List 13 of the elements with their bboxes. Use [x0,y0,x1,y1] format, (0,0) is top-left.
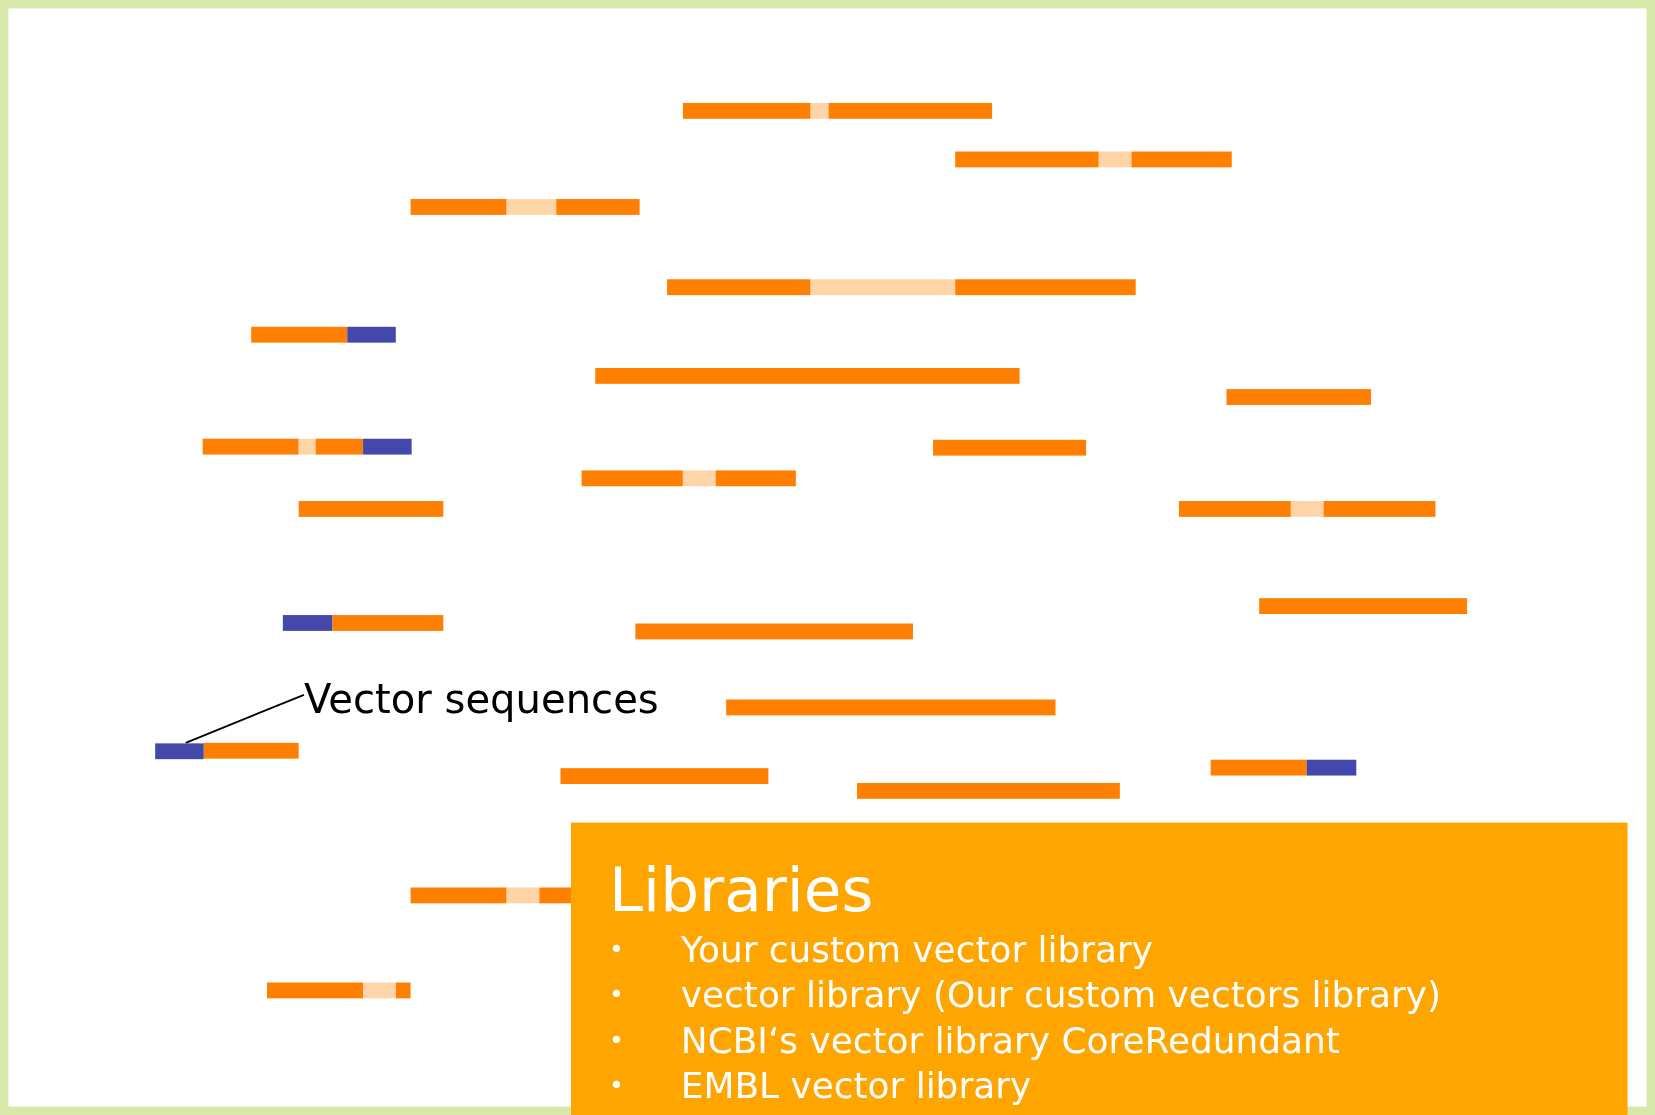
list-item: Your custom vector library [680,927,1154,973]
callout-label: Vector sequences [304,678,659,724]
list-item: vector library (Our custom vectors library) [680,972,1441,1018]
library-panel [571,822,1628,1115]
leader-line [184,693,305,744]
bullet-point: • [609,978,625,1012]
bullet-point: • [609,933,625,966]
bullet-point: • [609,1069,625,1103]
list-item: NCBI‘s vector library CoreRedundant [680,1017,1340,1064]
panel-heading: Libraries [609,858,875,923]
bullet-point: • [609,1024,625,1057]
vector-segment [155,742,204,759]
list-item: EMBL vector library [680,1063,1032,1109]
